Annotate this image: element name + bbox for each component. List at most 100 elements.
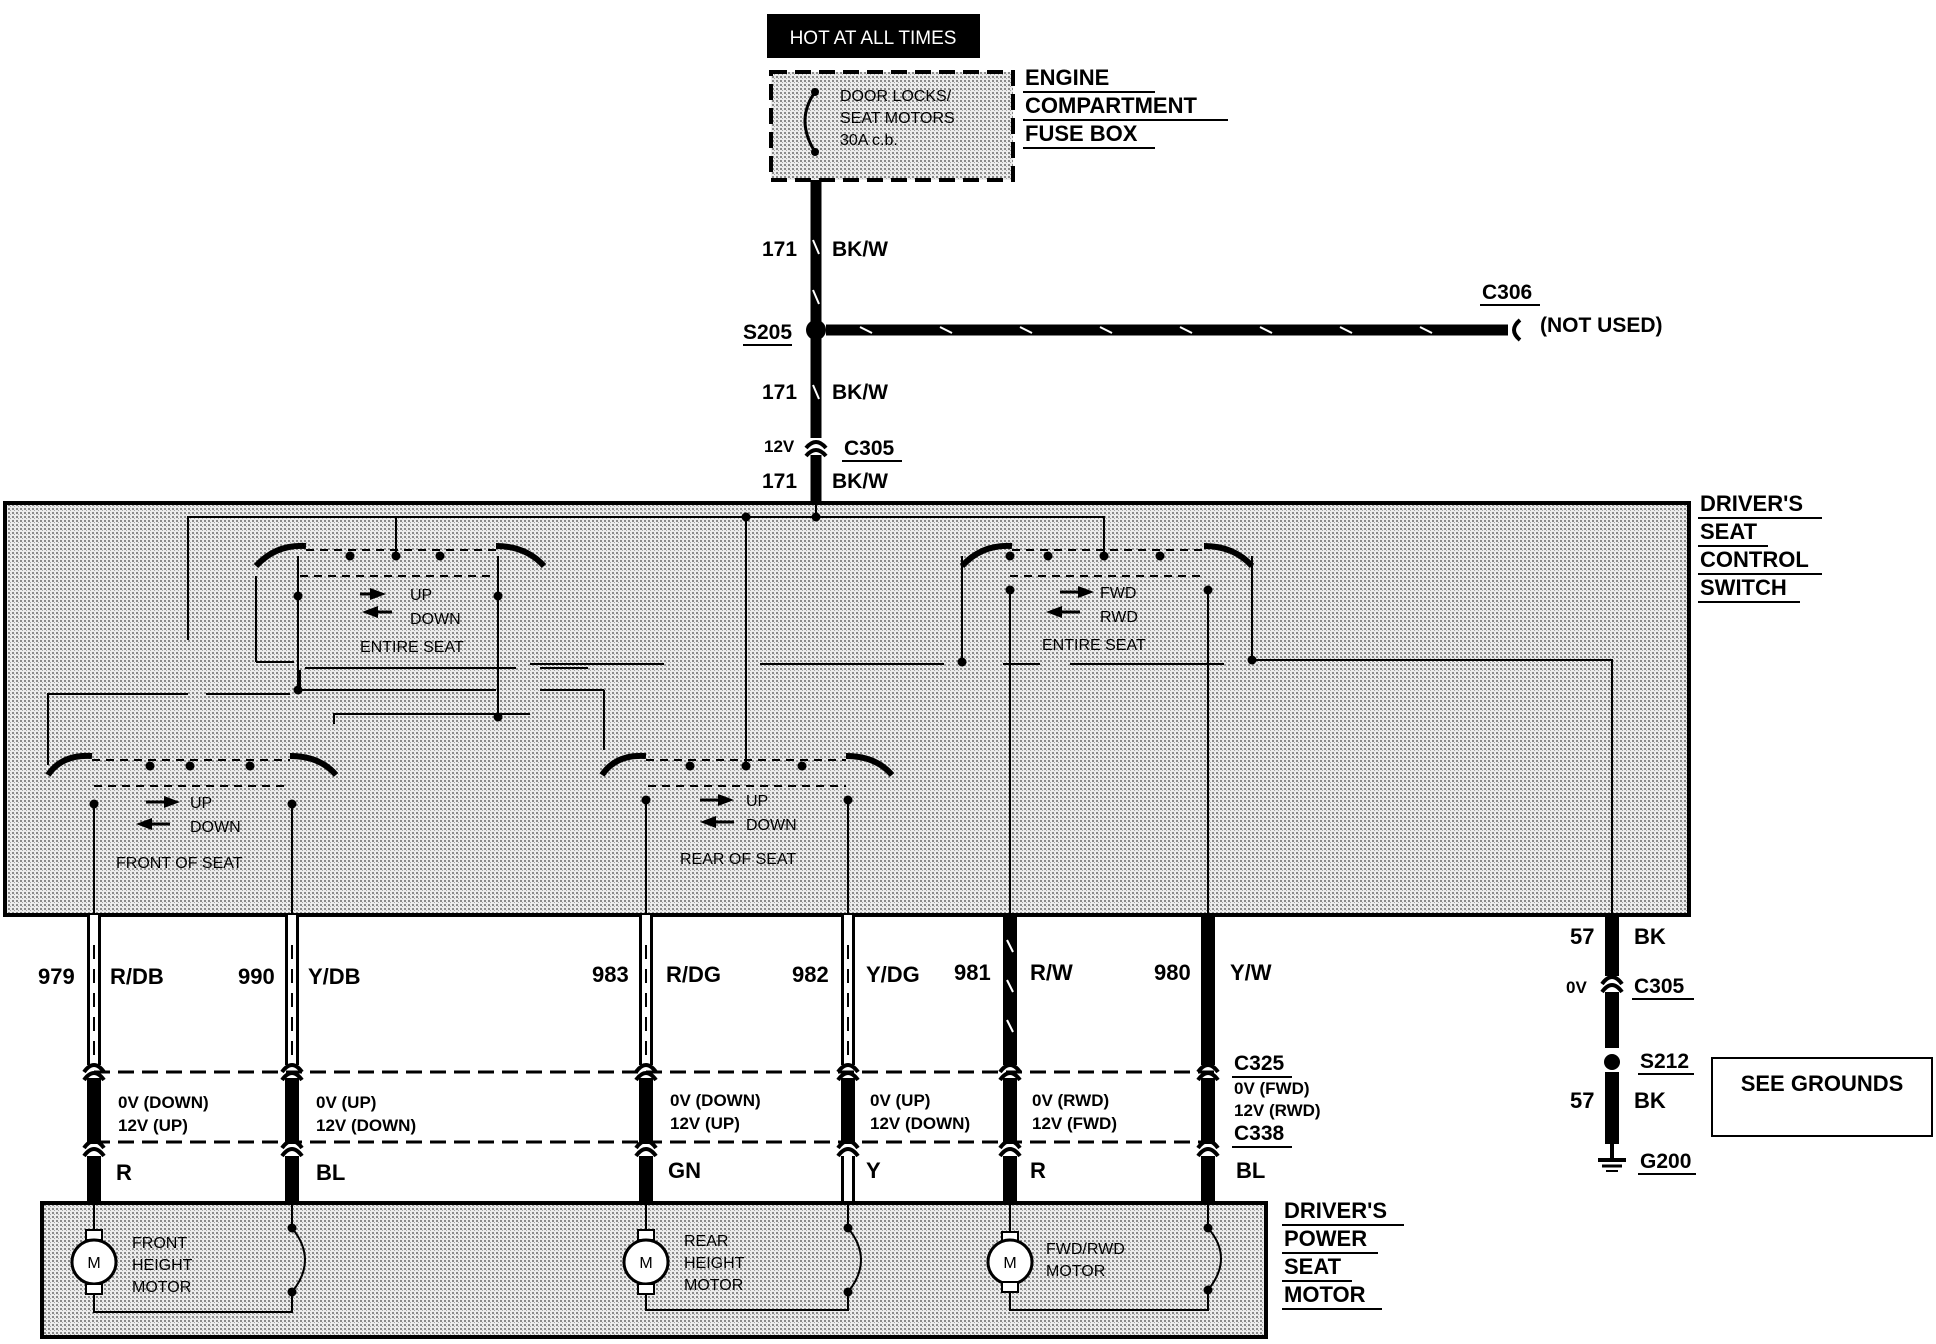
rear-height-motor: M REAR HEIGHT MOTOR — [622, 1223, 853, 1297]
entire-seat-fwdrwd-caption: ENTIRE SEAT — [1042, 637, 1146, 654]
wire-171-lower-number: 171 — [762, 470, 797, 493]
see-grounds-box[interactable]: SEE GROUNDS — [1711, 1057, 1933, 1137]
motor-title-line-1: DRIVER'S — [1284, 1198, 1387, 1223]
connector-c305-top — [804, 440, 828, 458]
switch-front-of-seat: UP DOWN FRONT OF SEAT — [45, 752, 339, 872]
fuse-box: DOOR LOCKS/ SEAT MOTORS 30A c.b. — [769, 70, 1015, 182]
front-motor-line-3: MOTOR — [132, 1279, 191, 1296]
wire-990-voltage-2: 12V (DOWN) — [316, 1116, 416, 1135]
fwdrwd-motor-line-2: MOTOR — [1046, 1263, 1105, 1280]
wire-979-voltage-1: 0V (DOWN) — [118, 1093, 209, 1112]
wire-981 — [1003, 915, 1017, 1203]
wire-982-color: Y/DG — [866, 962, 920, 987]
splice-s212-label: S212 — [1640, 1050, 1689, 1073]
rwd-label: RWD — [1100, 609, 1138, 626]
switch-title-line-3: CONTROL — [1700, 547, 1809, 572]
wire-982-voltage-2: 12V (DOWN) — [870, 1114, 970, 1133]
switch-entire-seat-updown: UP DOWN ENTIRE SEAT — [253, 517, 547, 722]
fwd-label: FWD — [1100, 585, 1136, 602]
motor-title-line-4: MOTOR — [1284, 1282, 1366, 1307]
hot-at-all-times-label: HOT AT ALL TIMES — [790, 28, 957, 49]
breaker-line-2: SEAT MOTORS — [840, 110, 955, 127]
splice-s205 — [806, 320, 826, 340]
connector-c305-ground-label: C305 — [1634, 975, 1685, 998]
connector-c305-ground-symbol — [1600, 975, 1624, 986]
connector-c306-label: C306 — [1482, 281, 1532, 304]
connector-c338-label: C338 — [1234, 1122, 1285, 1145]
wire-982-voltage-1: 0V (UP) — [870, 1091, 930, 1110]
breaker-line-1: DOOR LOCKS/ — [840, 88, 952, 105]
wire-979-color: R/DB — [110, 964, 164, 989]
front-height-motor: M FRONT HEIGHT MOTOR — [70, 1223, 297, 1297]
wire-979 — [87, 915, 101, 1203]
front-down-label: DOWN — [190, 819, 241, 836]
wire-labels: 979 R/DB 990 Y/DB 983 R/DG 982 Y/DG 981 … — [38, 960, 1321, 1185]
wire-983-short-color: GN — [668, 1158, 701, 1183]
ground-voltage-label: 0V — [1566, 978, 1587, 997]
ground-wire-upper-number: 57 — [1570, 924, 1594, 949]
branch-wire-c306 — [826, 318, 1522, 342]
entire-seat-updown-caption: ENTIRE SEAT — [360, 639, 464, 656]
wire-171-upper-color: BK/W — [832, 238, 888, 261]
wire-983-color: R/DG — [666, 962, 721, 987]
c305-voltage-label: 12V — [764, 437, 795, 456]
front-motor-line-2: HEIGHT — [132, 1257, 193, 1274]
switch-title-line-2: SEAT — [1700, 519, 1758, 544]
seat-control-switch: UP DOWN ENTIRE SEAT FWD RWD ENTIRE SEAT — [3, 501, 1691, 917]
fuse-box-title-line-3: FUSE BOX — [1025, 121, 1138, 146]
ground-wire-lower-number: 57 — [1570, 1088, 1594, 1113]
switch-rear-of-seat: UP DOWN REAR OF SEAT — [599, 752, 895, 868]
fuse-box-title-line-2: COMPARTMENT — [1025, 93, 1197, 118]
wire-981-short-color: R — [1030, 1158, 1046, 1183]
fwdrwd-motor-line-1: FWD/RWD — [1046, 1241, 1125, 1258]
wire-982 — [841, 915, 855, 1203]
breaker-line-3: 30A c.b. — [840, 132, 898, 149]
rear-motor-symbol: M — [639, 1255, 652, 1272]
wire-171-lower-color: BK/W — [832, 470, 888, 493]
motor-title-line-2: POWER — [1284, 1226, 1367, 1251]
wire-979-short-color: R — [116, 1160, 132, 1185]
motor-title-line-3: SEAT — [1284, 1254, 1342, 1279]
rear-motor-line-1: REAR — [684, 1233, 728, 1250]
splice-s212 — [1604, 1054, 1620, 1070]
ground-circuit — [1598, 915, 1626, 1172]
fuse-box-title: ENGINE COMPARTMENT FUSE BOX — [1023, 65, 1228, 149]
ground-point-g200-label: G200 — [1640, 1150, 1691, 1173]
front-motor-symbol: M — [87, 1255, 100, 1272]
circuit-breaker-symbol — [803, 91, 817, 153]
wire-980-voltage-1: 0V (FWD) — [1234, 1079, 1310, 1098]
rear-up-label: UP — [746, 793, 768, 810]
wire-980-short-color: BL — [1236, 1158, 1265, 1183]
motor-title: DRIVER'S POWER SEAT MOTOR — [1282, 1198, 1404, 1310]
wire-980-number: 980 — [1154, 960, 1191, 985]
see-grounds-label[interactable]: SEE GROUNDS — [1741, 1071, 1904, 1096]
entire-seat-up-label: UP — [410, 587, 432, 604]
c306-not-used-note: (NOT USED) — [1540, 314, 1663, 337]
connector-c306-symbol — [1512, 318, 1522, 342]
rear-motor-line-3: MOTOR — [684, 1277, 743, 1294]
wire-990-voltage-1: 0V (UP) — [316, 1093, 376, 1112]
ground-wire-lower-color: BK — [1634, 1088, 1666, 1113]
wire-981-voltage-1: 0V (RWD) — [1032, 1091, 1109, 1110]
front-motor-line-1: FRONT — [132, 1235, 187, 1252]
connector-c305-top-label: C305 — [844, 437, 895, 460]
switch-entire-seat-fwdrwd: FWD RWD ENTIRE SEAT — [957, 542, 1257, 667]
wire-982-number: 982 — [792, 962, 829, 987]
wire-980 — [1201, 915, 1215, 1203]
rear-of-seat-caption: REAR OF SEAT — [680, 851, 796, 868]
wire-983-number: 983 — [592, 962, 629, 987]
wire-980-color: Y/W — [1230, 960, 1272, 985]
wire-981-color: R/W — [1030, 960, 1073, 985]
wire-171-mid-color: BK/W — [832, 381, 888, 404]
wire-171-mid-number: 171 — [762, 381, 797, 404]
wire-980-voltage-2: 12V (RWD) — [1234, 1101, 1321, 1120]
fwdrwd-motor-symbol: M — [1003, 1255, 1016, 1272]
power-seat-motor: M FRONT HEIGHT MOTOR M REAR HEIGHT MOTOR… — [40, 1201, 1268, 1339]
wire-990-number: 990 — [238, 964, 275, 989]
switch-title: DRIVER'S SEAT CONTROL SWITCH — [1698, 491, 1822, 603]
ground-symbol-icon — [1598, 1144, 1626, 1172]
rear-down-label: DOWN — [746, 817, 797, 834]
wire-983-voltage-2: 12V (UP) — [670, 1114, 740, 1133]
feed-wire-171 — [810, 180, 822, 505]
